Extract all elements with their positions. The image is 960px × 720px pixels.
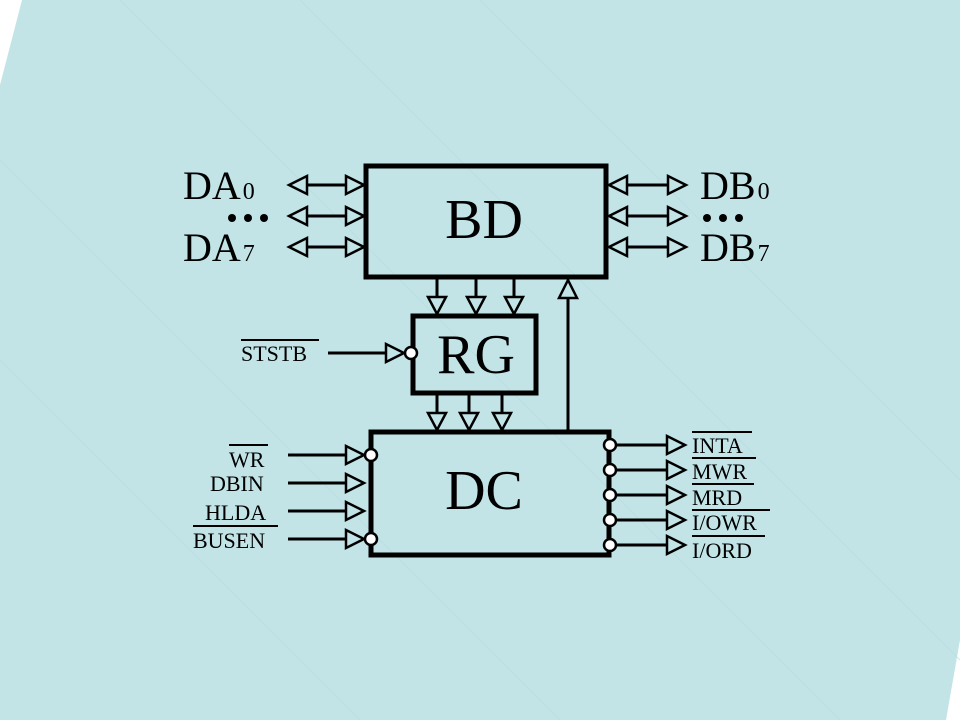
db-arrow-7 [606,235,689,259]
input-hlda: HLDA [205,499,367,525]
output-mwr: MWR [602,457,756,484]
ststb-label: STSTB [241,341,307,366]
db7-label: DB7 [700,225,770,270]
output-iord: I/ORD [602,533,765,563]
hlda-label: HLDA [205,500,266,525]
da-arrow-mid [286,204,367,228]
dbin-label: DBIN [210,471,264,496]
db-ellipsis [703,214,743,222]
output-mrd: MRD [602,483,754,510]
corner-band-top-left [0,0,22,85]
da-bus-arrows [286,173,367,259]
db-arrow-0 [606,173,689,197]
dc-to-bd-arrow [556,277,580,432]
input-dbin: DBIN [210,471,367,496]
da-arrow-0 [286,173,367,197]
da7-label: DA7 [183,225,255,270]
da0-label: DA0 [183,163,255,208]
dc-label: DC [445,460,523,522]
iowr-label: I/OWR [692,510,757,535]
da-arrow-7 [286,235,367,259]
wr-label: WR [229,447,265,472]
output-inta: INTA [602,431,752,458]
output-iowr: I/OWR [602,508,770,535]
mwr-label: MWR [692,459,747,484]
input-busen: BUSEN [193,525,379,553]
dc-outputs: INTA MWR MRD I/OWR I/ORD [602,431,770,563]
dc-inputs: WR DBIN HLDA BUSEN [193,443,379,553]
corner-band-bottom-right [946,640,960,720]
db0-label: DB0 [700,163,770,208]
inta-label: INTA [692,433,743,458]
da-ellipsis [228,214,268,222]
iord-label: I/ORD [692,538,752,563]
rg-to-dc-arrows [425,393,514,433]
busen-label: BUSEN [193,528,265,553]
bd-block [363,163,609,280]
mrd-label: MRD [692,485,742,510]
db-arrow-mid [606,204,689,228]
rg-label: RG [437,324,515,386]
db-bus-arrows [606,173,689,259]
ststb-input: STSTB [241,339,419,366]
bd-to-rg-arrows [425,277,526,317]
bd-label: BD [445,189,523,251]
input-wr: WR [229,443,379,472]
